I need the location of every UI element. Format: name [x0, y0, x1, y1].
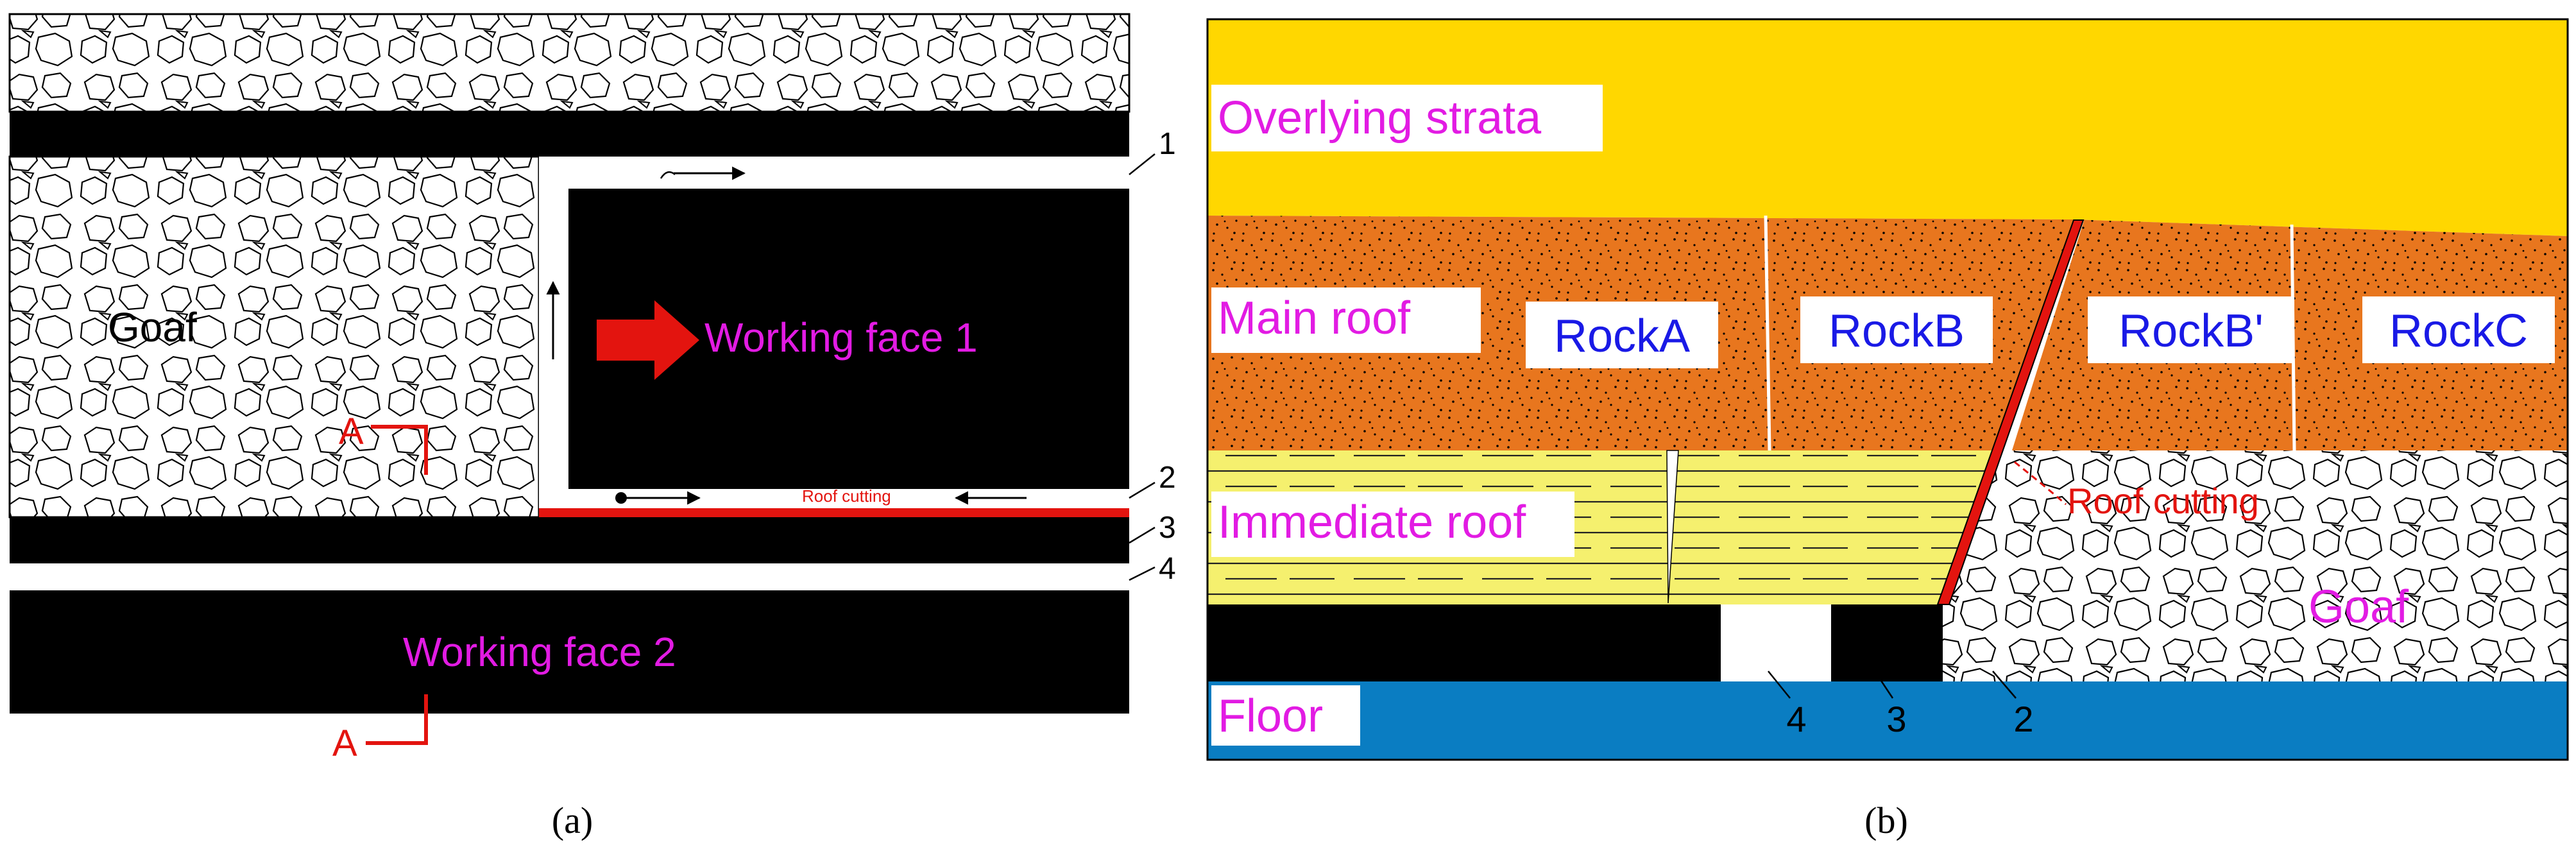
- caption-b: (b): [1864, 800, 1908, 841]
- roof-cutting-line-a: [539, 508, 1129, 517]
- immediate-roof-crack: [1666, 450, 1679, 604]
- main-roof-label: Main roof: [1218, 293, 1411, 344]
- coal-pillar-3: [1831, 604, 1943, 681]
- rock-a-label-bg: [1526, 302, 1718, 368]
- upper-entry: [539, 157, 1129, 189]
- callout-3: 3: [1159, 511, 1176, 545]
- overlying-strata-layer: [1207, 19, 2568, 236]
- callout-line-2: [1129, 481, 1156, 499]
- callout-line-b-4: [1768, 671, 1791, 699]
- section-mark-a-top: A: [339, 411, 364, 452]
- callout-1: 1: [1159, 127, 1176, 161]
- coal-seam-bottom: [10, 517, 1129, 563]
- callout-4: 4: [1159, 552, 1176, 586]
- roof-cutting-label-b: Roof cutting: [2067, 481, 2259, 521]
- callout-2: 2: [1159, 461, 1176, 495]
- roadway-4: [1721, 604, 1831, 681]
- rock-b-label-bg: [1800, 296, 1993, 363]
- main-roof-label-bg: [1211, 287, 1481, 353]
- immediate-roof-label: Immediate roof: [1218, 497, 1526, 548]
- goaf-label-b: Goaf: [2308, 581, 2409, 633]
- callout-line-4: [1129, 566, 1156, 581]
- mining-direction-arrow: [597, 300, 699, 380]
- working-face-2-label: Working face 2: [403, 629, 676, 675]
- section-bracket-top: [371, 425, 428, 475]
- coal-seam-b: [1207, 604, 1721, 681]
- callout-b-2: 2: [2013, 699, 2033, 739]
- roof-cutting-label-a: Roof cutting: [802, 486, 891, 506]
- crack-rocka-rockb: [1764, 215, 1771, 451]
- coal-seam-top: [10, 112, 1129, 157]
- floor-label: Floor: [1218, 690, 1323, 742]
- caption-a: (a): [552, 800, 593, 841]
- immediate-roof-label-bg: [1211, 492, 1574, 557]
- callout-line-b-3: [1873, 671, 1894, 699]
- goaf-region-b: [1943, 450, 2568, 681]
- goaf-region-a: [8, 155, 540, 518]
- callout-line-1: [1129, 153, 1156, 175]
- rock-a-label: RockA: [1554, 311, 1690, 362]
- top-gravel-band: [8, 13, 1130, 113]
- roof-cutting-line-b: [1936, 219, 2085, 605]
- section-mark-a-bottom: A: [332, 723, 357, 764]
- rock-b-prime-label-bg: [2088, 296, 2294, 363]
- panel-b-border: [1206, 18, 2569, 761]
- rock-b-label: RockB: [1829, 305, 1965, 357]
- section-bracket-bottom: [366, 694, 428, 745]
- goaf-label-a: Goaf: [108, 304, 197, 350]
- roof-cutting-leader: [2014, 461, 2067, 506]
- airflow-source-dot: [615, 492, 627, 504]
- airflow-wave-icon: [660, 171, 676, 179]
- floor-layer: [1207, 681, 2568, 760]
- rock-c-label: RockC: [2389, 305, 2528, 357]
- panel-a: Goaf Working face 1 Working face 2 Roof …: [8, 13, 1176, 841]
- panel-b: Overlying strata Main roof Immediate roo…: [1206, 18, 2569, 841]
- floor-label-bg: [1211, 685, 1360, 746]
- callout-line-3: [1129, 526, 1156, 544]
- working-face-2-block: [10, 590, 1129, 714]
- callout-b-4: 4: [1786, 699, 1806, 739]
- overlying-strata-label-bg: [1211, 85, 1603, 151]
- rock-c-label-bg: [2362, 296, 2555, 363]
- callout-line-b-2: [1992, 671, 2017, 699]
- callout-b-3: 3: [1886, 699, 1906, 739]
- overlying-strata-label: Overlying strata: [1218, 92, 1542, 144]
- working-face-1-label: Working face 1: [704, 314, 978, 361]
- rock-b-prime-label: RockB': [2119, 305, 2264, 357]
